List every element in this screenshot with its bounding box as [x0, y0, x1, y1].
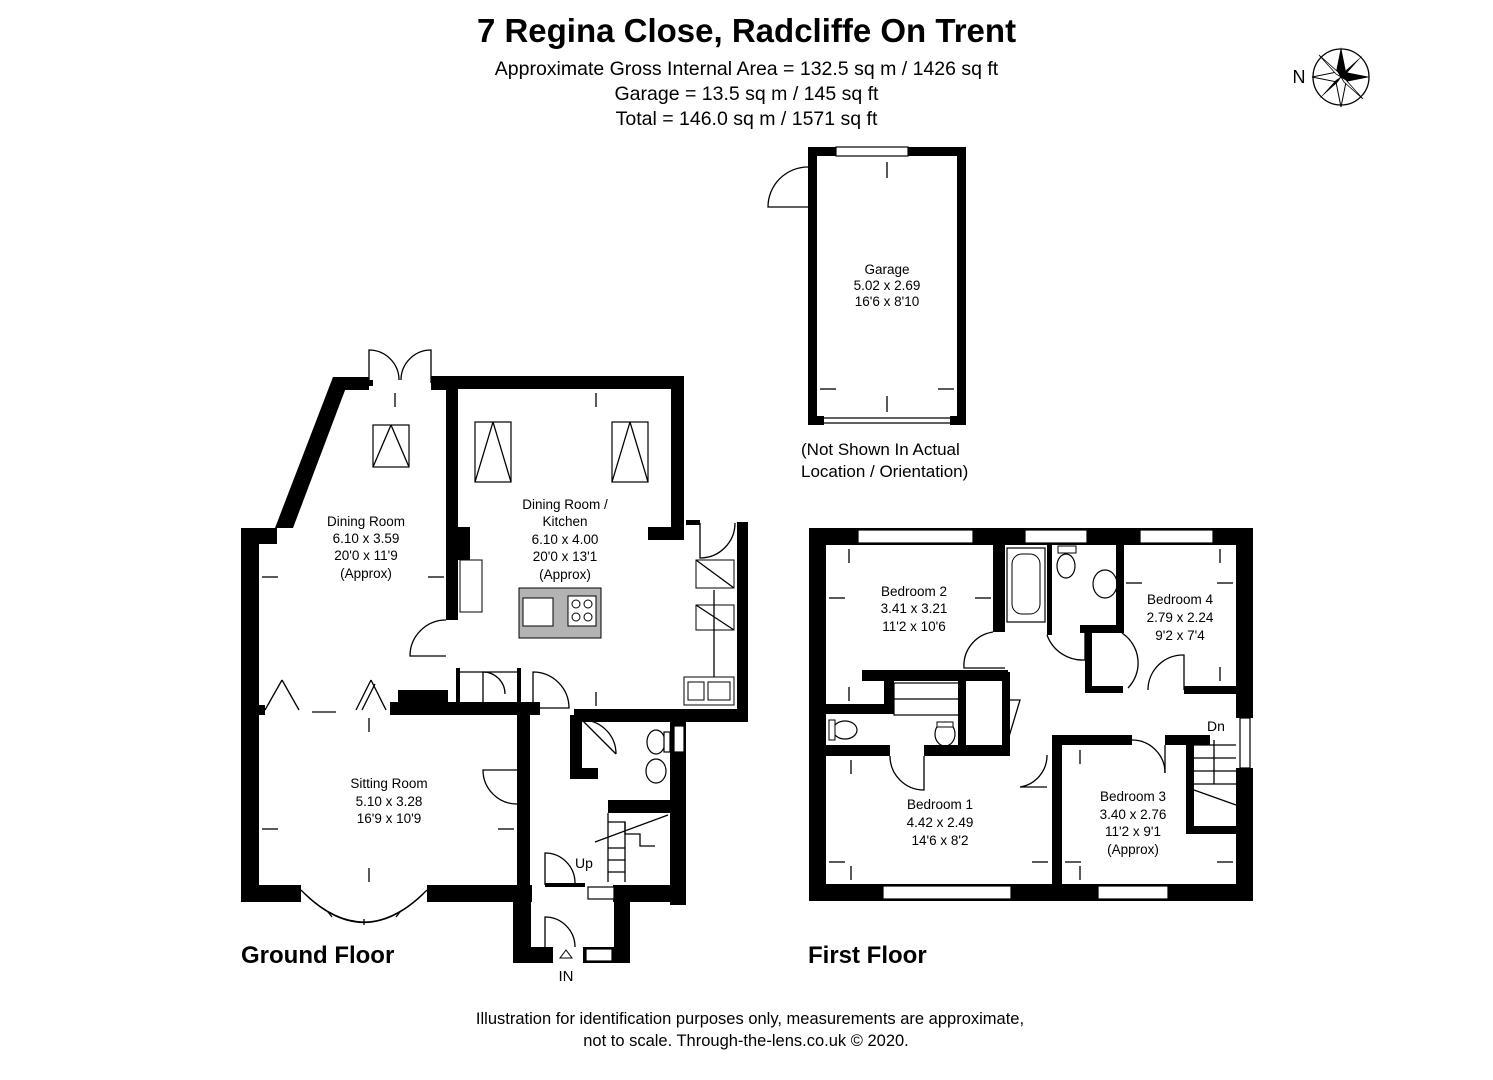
kitchen-name-line2: Kitchen: [542, 514, 587, 529]
garage-imperial: 16'6 x 8'10: [855, 294, 919, 309]
kitchen-imperial: 20'0 x 13'1: [533, 549, 597, 564]
ground-floor-label: Ground Floor: [241, 942, 394, 969]
stairs-down-label: Dn: [1207, 718, 1225, 734]
compass-icon: [1311, 47, 1370, 108]
garage-name: Garage: [864, 262, 909, 277]
garage-area: Garage = 13.5 sq m / 145 sq ft: [614, 83, 879, 105]
first-floor-plan: [809, 528, 1253, 901]
dining-room-name: Dining Room: [327, 514, 405, 529]
dining-room-metric: 6.10 x 3.59: [333, 531, 400, 546]
property-title: 7 Regina Close, Radcliffe On Trent: [476, 12, 1017, 49]
total-area: Total = 146.0 sq m / 1571 sq ft: [615, 108, 878, 130]
bedroom-1-name: Bedroom 1: [907, 797, 973, 812]
bedroom-4-name: Bedroom 4: [1147, 592, 1214, 607]
bedroom-4-metric: 2.79 x 2.24: [1147, 610, 1214, 625]
dining-room-note: (Approx): [340, 566, 392, 581]
footer-disclaimer-line1: Illustration for identification purposes…: [476, 1010, 1024, 1028]
bedroom-2-name: Bedroom 2: [881, 584, 947, 599]
bedroom-3-name: Bedroom 3: [1100, 789, 1166, 804]
ground-floor-plan: [241, 349, 748, 963]
bedroom-3-metric: 3.40 x 2.76: [1100, 807, 1167, 822]
garage-note-line2: Location / Orientation): [801, 462, 968, 481]
stairs-up-label: Up: [575, 855, 593, 871]
entrance-label: IN: [559, 968, 574, 985]
garage-metric: 5.02 x 2.69: [854, 278, 921, 293]
dining-room-imperial: 20'0 x 11'9: [334, 548, 397, 563]
garage-note-line1: (Not Shown In Actual: [801, 440, 960, 459]
bedroom-4-imperial: 9'2 x 7'4: [1155, 628, 1205, 643]
bedroom-2-imperial: 11'2 x 10'6: [882, 619, 945, 634]
kitchen-note: (Approx): [539, 567, 591, 582]
gross-internal-area: Approximate Gross Internal Area = 132.5 …: [494, 58, 999, 80]
bedroom-1-imperial: 14'6 x 8'2: [912, 833, 969, 848]
kitchen-metric: 6.10 x 4.00: [532, 532, 599, 547]
bedroom-3-note: (Approx): [1107, 842, 1159, 857]
first-floor-label: First Floor: [808, 942, 927, 969]
sitting-room-imperial: 16'9 x 10'9: [357, 811, 421, 826]
sitting-room-metric: 5.10 x 3.28: [356, 794, 423, 809]
garage-plan: [767, 146, 966, 425]
sitting-room-name: Sitting Room: [350, 776, 427, 791]
compass-north-label: N: [1293, 67, 1306, 87]
kitchen-name: Dining Room /: [522, 497, 608, 512]
bedroom-3-imperial: 11'2 x 9'1: [1105, 824, 1161, 839]
bedroom-1-metric: 4.42 x 2.49: [907, 815, 974, 830]
bedroom-2-metric: 3.41 x 3.21: [881, 601, 948, 616]
footer-disclaimer-line2: not to scale. Through-the-lens.co.uk © 2…: [583, 1032, 909, 1050]
